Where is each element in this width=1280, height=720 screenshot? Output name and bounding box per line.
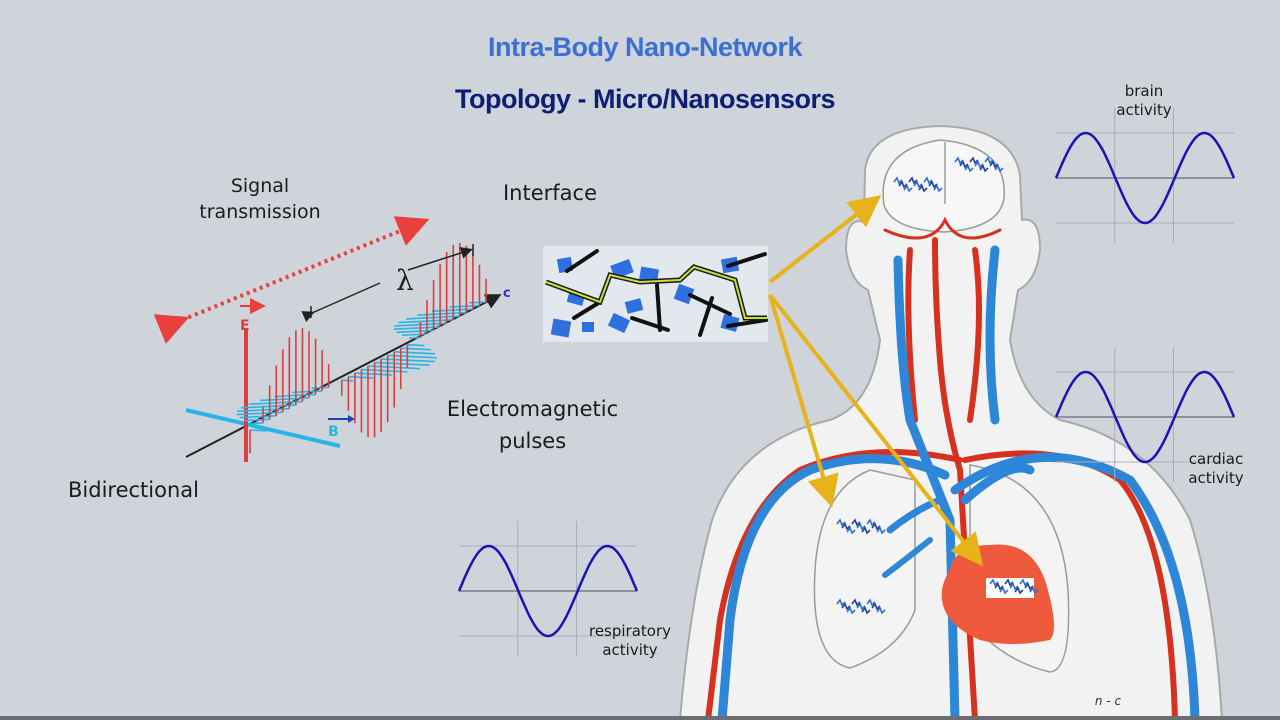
- brain-outline: [882, 139, 1005, 233]
- cardiac-activity-label: cardiac activity: [1170, 450, 1262, 488]
- b-field-axis: [185, 408, 341, 448]
- brain-activity-line2: activity: [1116, 101, 1172, 119]
- respiratory-activity-label: respiratory activity: [570, 622, 690, 660]
- b-field-vector: [249, 429, 268, 432]
- activity-wave-line: [1054, 131, 1236, 225]
- b-field-vector: [361, 368, 408, 373]
- arrow-to-brain: [768, 195, 882, 284]
- b-field-vector: [449, 304, 480, 308]
- activity-wave-line: [457, 544, 639, 638]
- nanosensor-cluster: [836, 518, 886, 535]
- signal-transmission-label: Signal transmission: [170, 173, 350, 225]
- interface-label: Interface: [502, 181, 598, 205]
- diagram-subtitle: Topology - Micro/Nanosensors: [454, 84, 836, 114]
- em-wave-diagram: [153, 216, 502, 462]
- brain-activity-graph: [1054, 108, 1236, 243]
- b-field-vector: [292, 390, 323, 394]
- electromagnetic-pulses-line2: pulses: [498, 429, 567, 453]
- b-vector-arrowhead: [348, 415, 355, 423]
- b-field-vector: [393, 326, 441, 330]
- brain-activity-label: brain activity: [1100, 82, 1188, 120]
- b-field-vector: [341, 379, 354, 382]
- wavelength-arrow-right: [407, 247, 473, 271]
- wavelength-arrow: [301, 282, 381, 323]
- diagram-title: Intra-Body Nano-Network: [487, 32, 803, 62]
- signal-transmission-label-line2: transmission: [199, 201, 321, 223]
- respiratory-activity-graph: [457, 521, 639, 656]
- nanosensor-cluster: [893, 176, 943, 193]
- b-field-vector: [398, 318, 454, 324]
- respiratory-activity-line2: activity: [602, 641, 658, 659]
- e-field-wave: [249, 242, 487, 454]
- b-field-vector: [374, 361, 430, 366]
- b-field-vector: [468, 301, 487, 304]
- b-field-vector: [244, 418, 270, 422]
- wavelength-symbol: λ: [396, 264, 414, 297]
- arrow-to-heart: [768, 293, 983, 567]
- b-field-vector: [236, 411, 283, 416]
- b-field-vector: [408, 336, 421, 339]
- brain-activity-line1: brain: [1124, 82, 1164, 100]
- cardiac-activity-line2: activity: [1188, 469, 1244, 487]
- partial-footer-text: n - c: [1094, 694, 1122, 708]
- respiratory-activity-line1: respiratory: [588, 622, 672, 640]
- electromagnetic-pulses-label: Electromagnetic pulses: [405, 393, 660, 457]
- b-field-vector: [417, 311, 467, 316]
- bidirectional-signal-arrow: [153, 216, 430, 344]
- human-body-illustration: [678, 124, 1224, 720]
- cardiac-activity-graph: [1054, 347, 1236, 482]
- interface-arrows: [768, 195, 983, 567]
- b-field-vector: [251, 422, 264, 425]
- speed-of-light-label: c: [503, 286, 511, 301]
- arteries: [705, 216, 1178, 720]
- b-field-vector: [259, 397, 310, 402]
- cardiac-activity-line1: cardiac: [1188, 450, 1244, 468]
- signal-transmission-label-line1: Signal: [230, 175, 290, 197]
- nanotube-links: [565, 249, 768, 337]
- b-field-vector: [240, 404, 296, 409]
- interface-nanonetwork: [543, 246, 768, 342]
- bidirectional-label: Bidirectional: [68, 478, 199, 502]
- bottom-edge-bar: [0, 716, 1280, 720]
- b-field-vector: [407, 343, 425, 347]
- b-field-vector: [387, 354, 437, 359]
- nanosensor-cluster: [836, 598, 886, 615]
- electromagnetic-pulses-line1: Electromagnetic: [446, 397, 619, 421]
- b-field-vector: [400, 347, 431, 351]
- nanosensor-cluster: [986, 578, 1039, 598]
- nanosensor-cluster: [954, 156, 1004, 173]
- b-field-vector: [401, 333, 428, 337]
- activity-wave-line: [1054, 370, 1236, 464]
- b-field-vector: [311, 386, 329, 389]
- b-field-label: B: [328, 424, 339, 440]
- e-field-label: E: [240, 318, 250, 334]
- b-field-vector: [354, 372, 392, 376]
- arrow-to-lungs: [768, 294, 839, 508]
